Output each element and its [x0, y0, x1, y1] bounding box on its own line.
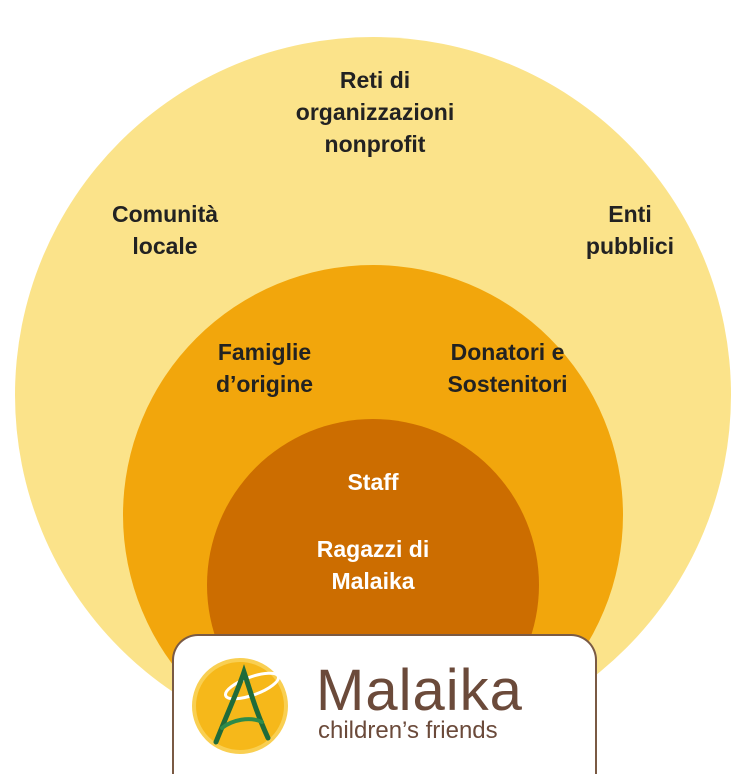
label-famiglie-origine: Famiglie d’origine [215, 339, 314, 397]
label-comunita-locale: Comunità locale [111, 201, 219, 259]
logo-tagline: children’s friends [318, 717, 498, 744]
label-staff: Staff [347, 469, 399, 495]
label-ragazzi-malaika: Ragazzi di Malaika [316, 536, 430, 594]
label-enti-pubblici: Enti pubblici [585, 201, 675, 259]
label-donatori-sostenitori: Donatori e Sostenitori [447, 339, 568, 397]
label-reti-organizzazioni: Reti di organizzazioni nonprofit [295, 67, 455, 157]
logo-name: Malaika [316, 658, 523, 723]
